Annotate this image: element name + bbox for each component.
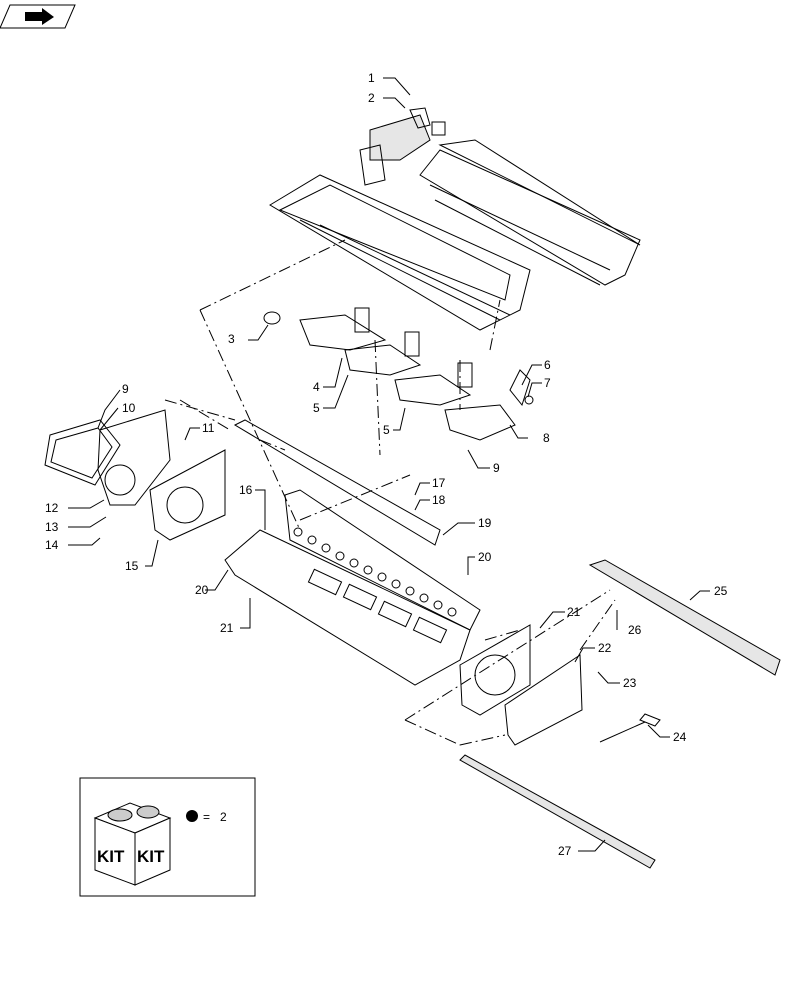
back-arrow-icon[interactable]	[0, 4, 76, 29]
kit-label-left: KIT	[97, 847, 125, 866]
callout-25: 25	[714, 584, 728, 598]
callout-6: 6	[544, 358, 551, 372]
callout-7: 7	[544, 376, 551, 390]
upper-tine-assembly	[269, 107, 641, 331]
frame-holes	[293, 527, 457, 617]
callout-18: 17	[432, 476, 446, 490]
callout-5-right: 8	[543, 431, 550, 445]
callout-5-left: 4	[313, 380, 320, 394]
callout-8: 9	[493, 461, 500, 475]
leader-lines	[68, 77, 710, 852]
callout-21-lower: 20	[478, 550, 492, 564]
paddle-assembly	[263, 307, 534, 441]
callout-26: 26	[628, 623, 642, 637]
callout-22: 21	[220, 621, 234, 635]
kit-part-number: 2	[220, 810, 227, 824]
callout-labels: 1 2 3 4 5 5 6 7 8 9 9 10 11 12 13 14 15 …	[45, 71, 728, 858]
callout-28: 3	[228, 332, 235, 346]
lower-bar	[459, 754, 656, 869]
callout-9-right: 5	[383, 423, 390, 437]
callout-15: 9	[122, 382, 129, 396]
callout-27: 19	[478, 516, 492, 530]
callout-11: 21	[567, 605, 581, 619]
callout-24: 27	[558, 844, 572, 858]
kit-label-right: KIT	[137, 847, 165, 866]
right-side-plates	[459, 559, 781, 746]
main-frame	[224, 419, 481, 686]
callout-9-left: 5	[313, 401, 320, 415]
callout-12: 24	[673, 730, 687, 744]
callout-1: 20	[195, 583, 209, 597]
phantom-lines	[164, 239, 616, 746]
callout-3: 2	[368, 91, 375, 105]
callout-20-left: 14	[45, 538, 59, 552]
callout-19: 13	[45, 520, 59, 534]
kit-equals: =	[203, 810, 210, 824]
callout-14: 15	[125, 559, 139, 573]
callout-10: 22	[598, 641, 612, 655]
callout-17: 23	[623, 676, 637, 690]
callout-23: 10	[122, 401, 136, 415]
callout-20-right: 18	[432, 493, 446, 507]
callout-4: 1	[368, 71, 375, 85]
kit-legend: KIT KIT = 2	[79, 777, 256, 897]
left-side-plates	[44, 409, 226, 541]
callout-13: 12	[45, 501, 59, 515]
kit-box-icon: KIT KIT	[93, 802, 172, 886]
callout-21-upper: 16	[239, 483, 253, 497]
filled-dot-icon	[186, 810, 198, 822]
callout-16: 11	[202, 421, 215, 435]
